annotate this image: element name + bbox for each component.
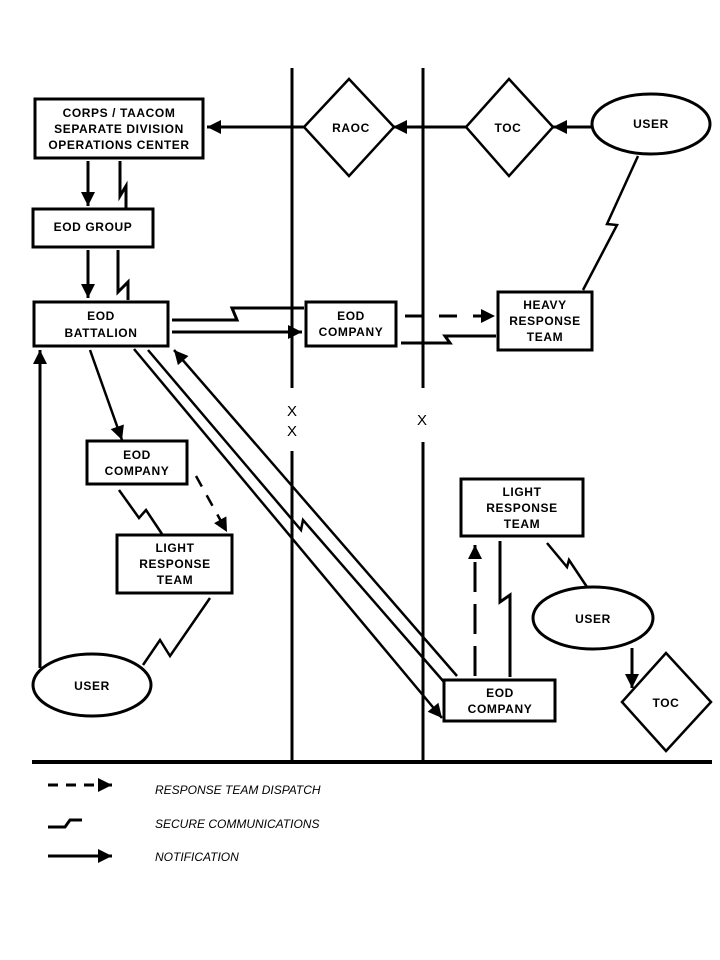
edge-battalion-to-company-bottom-secure	[147, 349, 445, 683]
node-toc-bottom[interactable]: TOC	[620, 651, 713, 753]
node-label-line: USER	[633, 117, 669, 131]
node-label-line: TOC	[653, 696, 680, 710]
edge-battalion-to-company-left	[88, 349, 124, 441]
edge-corps-to-group-secure	[118, 161, 128, 208]
node-eod-company-top[interactable]: EOD COMPANY	[304, 300, 398, 348]
echelon-marker-x: X	[417, 412, 427, 429]
node-label-line: RESPONSE	[139, 557, 211, 571]
node-corps-operations-center[interactable]: CORPS / TAACOM SEPARATE DIVISION OPERATI…	[33, 97, 205, 160]
edge-company-left-to-light-secure	[117, 489, 164, 535]
legend-label: SECURE COMMUNICATIONS	[155, 817, 319, 831]
legend: RESPONSE TEAM DISPATCH SECURE COMMUNICAT…	[48, 778, 321, 864]
node-label-line: RESPONSE	[486, 501, 558, 515]
legend-item-notification: NOTIFICATION	[48, 849, 239, 864]
node-label-line: COMPANY	[105, 464, 170, 478]
node-label-line: EOD GROUP	[54, 220, 133, 234]
node-label-line: EOD	[123, 448, 151, 462]
edge-company-to-heavy-secure	[401, 334, 496, 345]
node-label-line: EOD	[486, 686, 514, 700]
edge-light-left-to-user-secure	[141, 597, 212, 666]
node-label-line: TEAM	[527, 330, 563, 344]
node-label-line: RAOC	[332, 121, 370, 135]
node-label-line: TEAM	[504, 517, 540, 531]
node-user-left[interactable]: USER	[31, 652, 153, 718]
edge-company-left-to-light-dispatch	[194, 475, 229, 533]
node-label-line: EOD	[87, 309, 115, 323]
node-label-line: BATTALION	[65, 326, 138, 340]
edge-light-right-to-user-secure	[546, 542, 589, 588]
node-label-line: CORPS / TAACOM	[63, 106, 176, 120]
node-user-top[interactable]: USER	[590, 92, 712, 156]
node-label-line: HEAVY	[523, 298, 566, 312]
node-toc-top[interactable]: TOC	[464, 77, 555, 178]
node-label-line: SEPARATE DIVISION	[54, 122, 184, 136]
edge-heavy-to-user-top-secure	[581, 155, 640, 291]
zigzag-line-icon	[48, 818, 82, 829]
node-label-line: LIGHT	[503, 485, 542, 499]
node-label-line: USER	[74, 679, 110, 693]
node-raoc[interactable]: RAOC	[302, 77, 396, 178]
edge-company-bottom-to-battalion-notification	[173, 349, 458, 677]
node-heavy-response-team[interactable]: HEAVY RESPONSE TEAM	[496, 290, 594, 352]
boundary-corps-division: X X	[287, 68, 297, 762]
legend-label: RESPONSE TEAM DISPATCH	[155, 783, 321, 797]
node-light-response-team-right[interactable]: LIGHT RESPONSE TEAM	[459, 477, 585, 538]
node-label-line: EOD	[337, 309, 365, 323]
echelon-marker-xx-top: X	[287, 403, 297, 420]
node-label-line: USER	[575, 612, 611, 626]
boundary-brigade: X	[417, 68, 427, 762]
node-label-line: OPERATIONS CENTER	[48, 138, 189, 152]
edge-battalion-to-company-top-secure	[172, 306, 304, 322]
legend-item-response-team-dispatch: RESPONSE TEAM DISPATCH	[48, 778, 321, 797]
edge-group-to-battalion-secure	[116, 250, 130, 300]
node-light-response-team-left[interactable]: LIGHT RESPONSE TEAM	[115, 533, 234, 595]
node-eod-company-left[interactable]: EOD COMPANY	[85, 439, 189, 486]
node-user-right[interactable]: USER	[531, 585, 655, 651]
node-label-line: COMPANY	[319, 325, 384, 339]
node-label-line: TOC	[495, 121, 522, 135]
edge-company-bottom-to-light-secure	[498, 541, 512, 677]
node-eod-company-bottom[interactable]: EOD COMPANY	[442, 678, 557, 723]
edge-battalion-to-company-bottom-notification	[133, 348, 443, 719]
node-label-line: LIGHT	[156, 541, 195, 555]
legend-item-secure-communications: SECURE COMMUNICATIONS	[48, 817, 319, 831]
node-label-line: TEAM	[157, 573, 193, 587]
echelon-marker-xx-bottom: X	[287, 423, 297, 440]
legend-label: NOTIFICATION	[155, 850, 239, 864]
node-eod-group[interactable]: EOD GROUP	[31, 207, 155, 249]
node-label-line: RESPONSE	[509, 314, 581, 328]
node-label-line: COMPANY	[468, 702, 533, 716]
node-eod-battalion[interactable]: EOD BATTALION	[32, 300, 170, 348]
